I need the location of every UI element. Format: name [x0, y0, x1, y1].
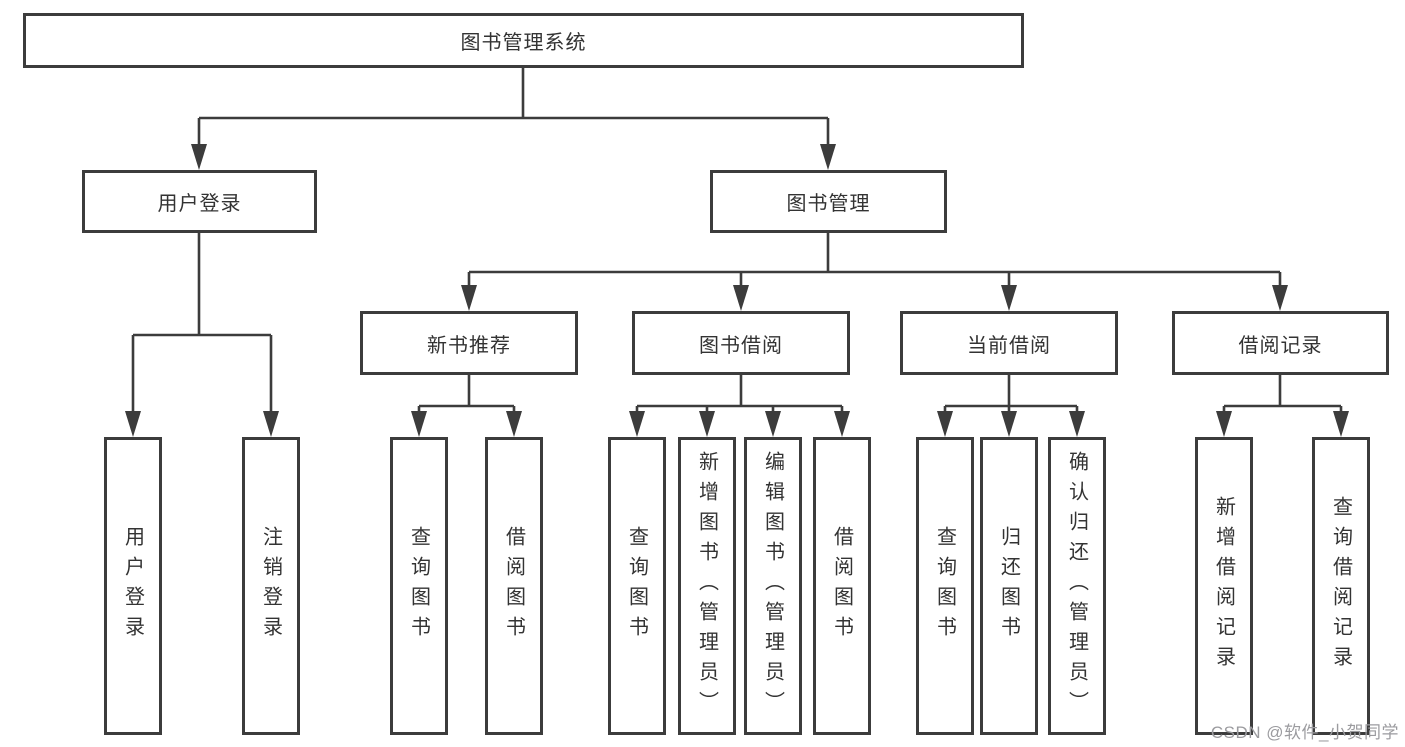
leaf-borrow-borrow-book: 借阅图书: [813, 437, 871, 735]
connector-current-borrow: [943, 375, 1079, 413]
connector-book-borrow: [635, 375, 844, 413]
leaf-borrow-query-book: 查询图书: [608, 437, 666, 735]
node-current-borrowing: 当前借阅: [900, 311, 1118, 375]
node-book-borrowing: 图书借阅: [632, 311, 850, 375]
node-user-login: 用户登录: [82, 170, 317, 233]
csdn-watermark: CSDN @软件_小贺同学: [1210, 723, 1399, 742]
node-root-system: 图书管理系统: [23, 13, 1024, 68]
leaf-records-query-record: 查询借阅记录: [1312, 437, 1370, 735]
leaf-newbook-borrow-book: 借阅图书: [485, 437, 543, 735]
connector-root: [197, 68, 830, 146]
leaf-logout-login: 注销登录: [242, 437, 300, 735]
leaf-current-return-book: 归还图书: [980, 437, 1038, 735]
leaf-user-login: 用户登录: [104, 437, 162, 735]
connector-borrow-record: [1222, 375, 1343, 413]
leaf-records-add-record: 新增借阅记录: [1195, 437, 1253, 735]
node-book-management: 图书管理: [710, 170, 947, 233]
connector-user-login: [131, 233, 273, 413]
leaf-borrow-add-book-admin: 新增图书（管理员）: [678, 437, 736, 735]
connector-new-book: [417, 375, 516, 413]
node-new-book-recommend: 新书推荐: [360, 311, 578, 375]
leaf-newbook-query-book: 查询图书: [390, 437, 448, 735]
arrowheads: [125, 144, 1349, 437]
leaf-borrow-edit-book-admin: 编辑图书（管理员）: [744, 437, 802, 735]
connector-book-mgmt: [467, 233, 1282, 287]
node-borrow-records: 借阅记录: [1172, 311, 1389, 375]
leaf-current-query-book: 查询图书: [916, 437, 974, 735]
leaf-current-confirm-return-admin: 确认归还（管理员）: [1048, 437, 1106, 735]
